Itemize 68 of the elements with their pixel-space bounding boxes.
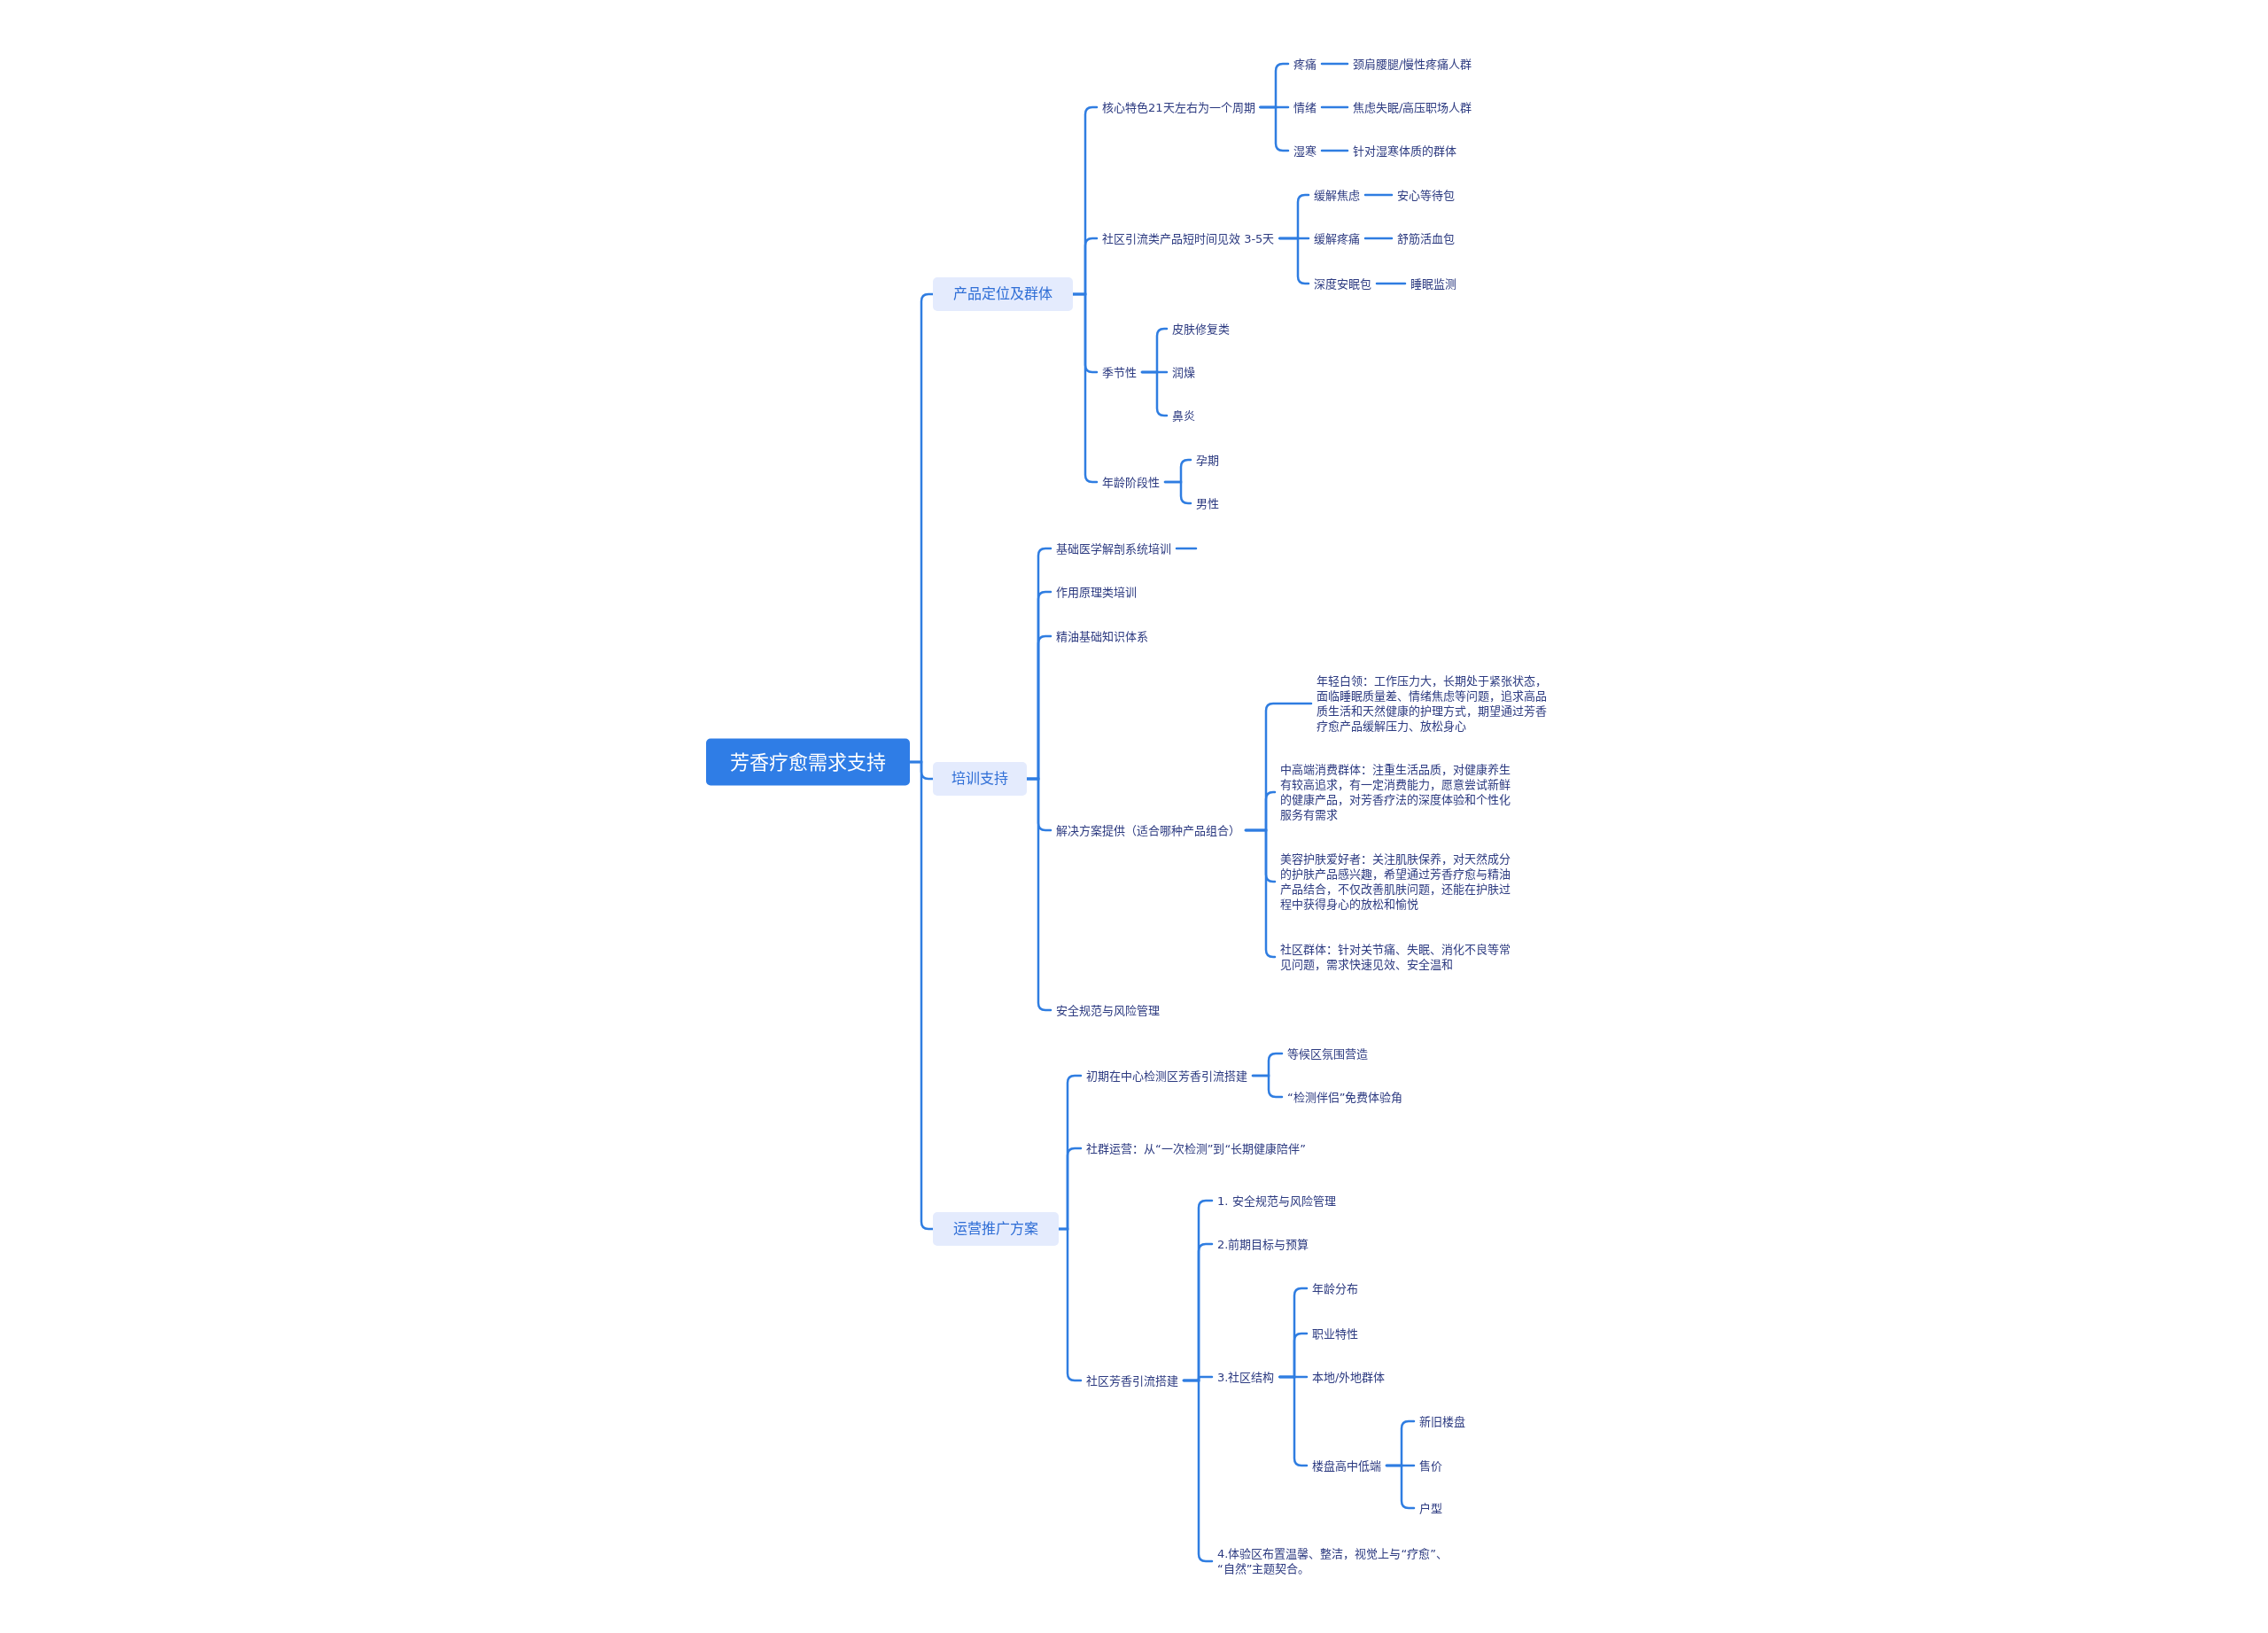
connector-line [1385,1464,1416,1510]
connector-line [1320,149,1349,152]
topic-text: 社区芳香引流搭建 [1081,1371,1184,1390]
connector-line [1251,1074,1284,1099]
topic-text: 美容护肤爱好者：关注肌肤保养，对天然成分的护肤产品感兴趣，希望通过芳香疗愈与精油产品结合，不仅改善肌肤问题，还能在护肤过程中获得身心的放松和愉悦 [1275,850,1518,914]
topic-text: 基础医学解剖系统培训 [1051,539,1177,558]
topic-text: “检测伴侣”免费体验角 [1282,1087,1409,1107]
topic-text: 精油基础知识体系 [1051,626,1153,646]
connector-line [1363,193,1394,197]
topic-text: 睡眠监测 [1405,274,1462,293]
connector-line [1320,62,1349,66]
topic-text: 中高端消费群体：注重生活品质，对健康养生有较高追求，有一定消费能力，愿意尝试新鲜的健康产品，对芳香疗法的深度体验和个性化服务有需求 [1275,760,1518,824]
topic-text: 2.前期目标与预算 [1212,1234,1315,1254]
topic-text: 缓解疼痛 [1309,229,1365,248]
topic-text: 颈肩腰腿/慢性疼痛人群 [1348,54,1478,74]
connector-line [1057,1227,1083,1382]
topic-text: 湿寒 [1288,141,1322,160]
topic-text: 安全规范与风险管理 [1051,1000,1165,1020]
topic-text: 季节性 [1097,362,1142,382]
root-topic-box: 芳香疗愈需求支持 [706,738,910,786]
topic-text: 社区引流类产品短时间见效 3-5天 [1097,229,1280,248]
branch-topic-box: 运营推广方案 [933,1212,1059,1246]
topic-text: 户型 [1414,1498,1448,1518]
connector-line [908,760,935,1231]
topic-text: 焦虑失眠/高压职场人群 [1348,97,1478,117]
connector-line [1375,282,1407,285]
connector-line [1363,237,1394,240]
topic-text: 售价 [1414,1456,1448,1475]
connector-line [1163,480,1192,505]
connector-line [1278,237,1310,285]
connector-line [1175,547,1198,550]
topic-text: 1. 安全规范与风险管理 [1212,1191,1341,1210]
topic-text: 情绪 [1288,97,1322,117]
topic-text: 新旧楼盘 [1414,1411,1471,1431]
topic-text: 皮肤修复类 [1167,319,1235,338]
topic-text: 深度安眠包 [1309,274,1377,293]
topic-text: 作用原理类培训 [1051,582,1142,602]
topic-text: 缓解焦虑 [1309,185,1365,205]
topic-text: 舒筋活血包 [1392,229,1460,248]
topic-text: 楼盘高中低端 [1307,1456,1386,1475]
topic-text: 3.社区结构 [1212,1367,1280,1387]
topic-text: 等候区氛围营造 [1282,1044,1373,1063]
topic-text: 安心等待包 [1392,185,1460,205]
branch-topic-box: 培训支持 [933,762,1027,796]
connector-line [1320,105,1349,109]
topic-text: 疼痛 [1288,54,1322,74]
topic-text: 本地/外地群体 [1307,1367,1391,1387]
topic-text: 解决方案提供（适合哪种产品组合） [1051,820,1246,840]
topic-text: 年轻白领：工作压力大，长期处于紧张状态，面临睡眠质量差、情绪焦虑等问题，追求高品质生活和天然健康的护理方式，期望通过芳香疗愈产品缓解压力、放松身心 [1311,672,1554,735]
connector-line [1025,777,1052,1012]
topic-text: 社群运营：从“一次检测”到“长期健康陪伴” [1081,1139,1313,1158]
topic-text: 年龄阶段性 [1097,472,1165,492]
branch-topic-box: 产品定位及群体 [933,277,1073,311]
topic-text: 鼻炎 [1167,406,1200,425]
topic-text: 针对湿寒体质的群体 [1348,141,1462,160]
topic-text: 社区群体：针对关节痛、失眠、消化不良等常见问题，需求快速见效、安全温和 [1275,940,1518,974]
topic-text: 4.体验区布置温馨、整洁，视觉上与“疗愈”、“自然”主题契合。 [1212,1544,1455,1578]
topic-text: 男性 [1191,494,1224,513]
topic-text: 初期在中心检测区芳香引流搭建 [1081,1066,1253,1085]
connector-line [1140,370,1169,417]
topic-text: 职业特性 [1307,1324,1363,1343]
connector-line [1071,292,1099,484]
topic-text: 年龄分布 [1307,1279,1363,1298]
connector-line [1259,105,1290,152]
topic-text: 孕期 [1191,450,1224,470]
connector-line [1244,828,1277,959]
topic-text: 润燥 [1167,362,1200,382]
topic-text: 核心特色21天左右为一个周期 [1097,97,1261,117]
